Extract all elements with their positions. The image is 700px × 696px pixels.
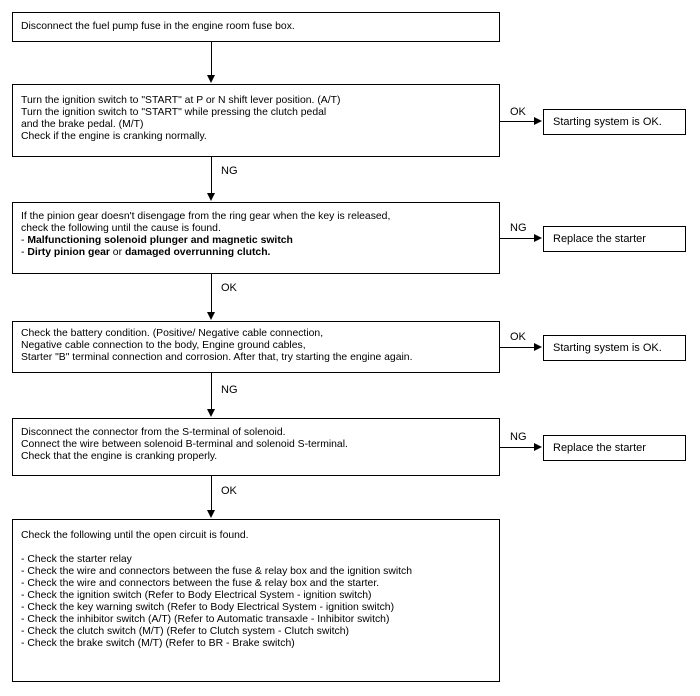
step6-item: - Check the wire and connectors between … xyxy=(21,566,413,577)
step6-item: - Check the inhibitor switch (A/T) (Refe… xyxy=(21,614,390,625)
step2-result-box: Starting system is OK. xyxy=(543,109,686,135)
step1-box: Disconnect the fuel pump fuse in the eng… xyxy=(12,12,500,42)
connector-2-3 xyxy=(211,157,212,193)
step3-down-label: OK xyxy=(221,282,237,294)
step4-line: Check the battery condition. (Positive/ … xyxy=(21,328,324,339)
step5-down-label: OK xyxy=(221,485,237,497)
step4-result: Starting system is OK. xyxy=(553,342,662,354)
step5-branch-arrow xyxy=(534,443,542,451)
step2-branch-arrow xyxy=(534,117,542,125)
arrow-4-5 xyxy=(207,409,215,417)
step2-line: Check if the engine is cranking normally… xyxy=(21,131,207,142)
step3-branch-line xyxy=(500,238,534,239)
step5-box: Disconnect the connector from the S-term… xyxy=(12,418,500,476)
connector-1-2 xyxy=(211,42,212,75)
step3-item-1: - Malfunctioning solenoid plunger and ma… xyxy=(21,235,491,247)
step3-branch-label: NG xyxy=(510,222,527,234)
step2-branch-line xyxy=(500,121,534,122)
step3-item-1-bold: Malfunctioning solenoid plunger and magn… xyxy=(27,235,293,246)
step5-line: Check that the engine is cranking proper… xyxy=(21,451,218,462)
step5-line: Connect the wire between solenoid B-term… xyxy=(21,439,348,450)
arrow-1-2 xyxy=(207,75,215,83)
step2-line: and the brake pedal. (M/T) xyxy=(21,119,144,130)
connector-4-5 xyxy=(211,373,212,409)
step3-item-1-prefix: - xyxy=(21,235,28,246)
step2-box: Turn the ignition switch to "START" at P… xyxy=(12,84,500,157)
step5-line: Disconnect the connector from the S-term… xyxy=(21,427,286,438)
step3-item-2: - Dirty pinion gear or damaged overrunni… xyxy=(21,247,491,259)
step5-result: Replace the starter xyxy=(553,442,646,454)
step6-item: - Check the brake switch (M/T) (Refer to… xyxy=(21,638,295,649)
step2-line: Turn the ignition switch to "START" whil… xyxy=(21,107,327,118)
step3-box: If the pinion gear doesn't disengage fro… xyxy=(12,202,500,274)
step3-branch-arrow xyxy=(534,234,542,242)
arrow-3-4 xyxy=(207,312,215,320)
arrow-5-6 xyxy=(207,510,215,518)
step6-item: - Check the key warning switch (Refer to… xyxy=(21,602,395,613)
step4-branch-line xyxy=(500,347,534,348)
step4-line: Negative cable connection to the body, E… xyxy=(21,340,306,351)
arrow-2-3 xyxy=(207,193,215,201)
step6-item: - Check the wire and connectors between … xyxy=(21,578,380,589)
step3-line: If the pinion gear doesn't disengage fro… xyxy=(21,211,391,222)
step6-heading: Check the following until the open circu… xyxy=(21,530,249,541)
step5-branch-line xyxy=(500,447,534,448)
step4-branch-label: OK xyxy=(510,331,526,343)
step4-branch-arrow xyxy=(534,343,542,351)
step3-line: check the following until the cause is f… xyxy=(21,223,221,234)
step6-item: - Check the clutch switch (M/T) (Refer t… xyxy=(21,626,349,637)
step3-result: Replace the starter xyxy=(553,233,646,245)
step6-box: Check the following until the open circu… xyxy=(12,519,500,682)
step4-line: Starter "B" terminal connection and corr… xyxy=(21,352,413,363)
step3-item-2-bold-a: Dirty pinion gear xyxy=(27,247,110,258)
step3-item-2-bold-b: damaged overrunning clutch. xyxy=(124,247,271,258)
step2-result: Starting system is OK. xyxy=(553,116,662,128)
step1-text: Disconnect the fuel pump fuse in the eng… xyxy=(21,21,295,32)
step5-branch-label: NG xyxy=(510,431,527,443)
step6-item: - Check the ignition switch (Refer to Bo… xyxy=(21,590,372,601)
step3-result-box: Replace the starter xyxy=(543,226,686,252)
step2-line: Turn the ignition switch to "START" at P… xyxy=(21,95,341,106)
step2-branch-label: OK xyxy=(510,106,526,118)
step6-item: - Check the starter relay xyxy=(21,554,132,565)
step4-box: Check the battery condition. (Positive/ … xyxy=(12,321,500,373)
connector-5-6 xyxy=(211,476,212,510)
step3-item-2-prefix: - xyxy=(21,247,28,258)
step5-result-box: Replace the starter xyxy=(543,435,686,461)
step4-result-box: Starting system is OK. xyxy=(543,335,686,361)
step6-spacer xyxy=(21,542,491,554)
connector-3-4 xyxy=(211,274,212,312)
step3-item-2-mid: or xyxy=(109,247,125,258)
step4-down-label: NG xyxy=(221,384,238,396)
step2-down-label: NG xyxy=(221,165,238,177)
